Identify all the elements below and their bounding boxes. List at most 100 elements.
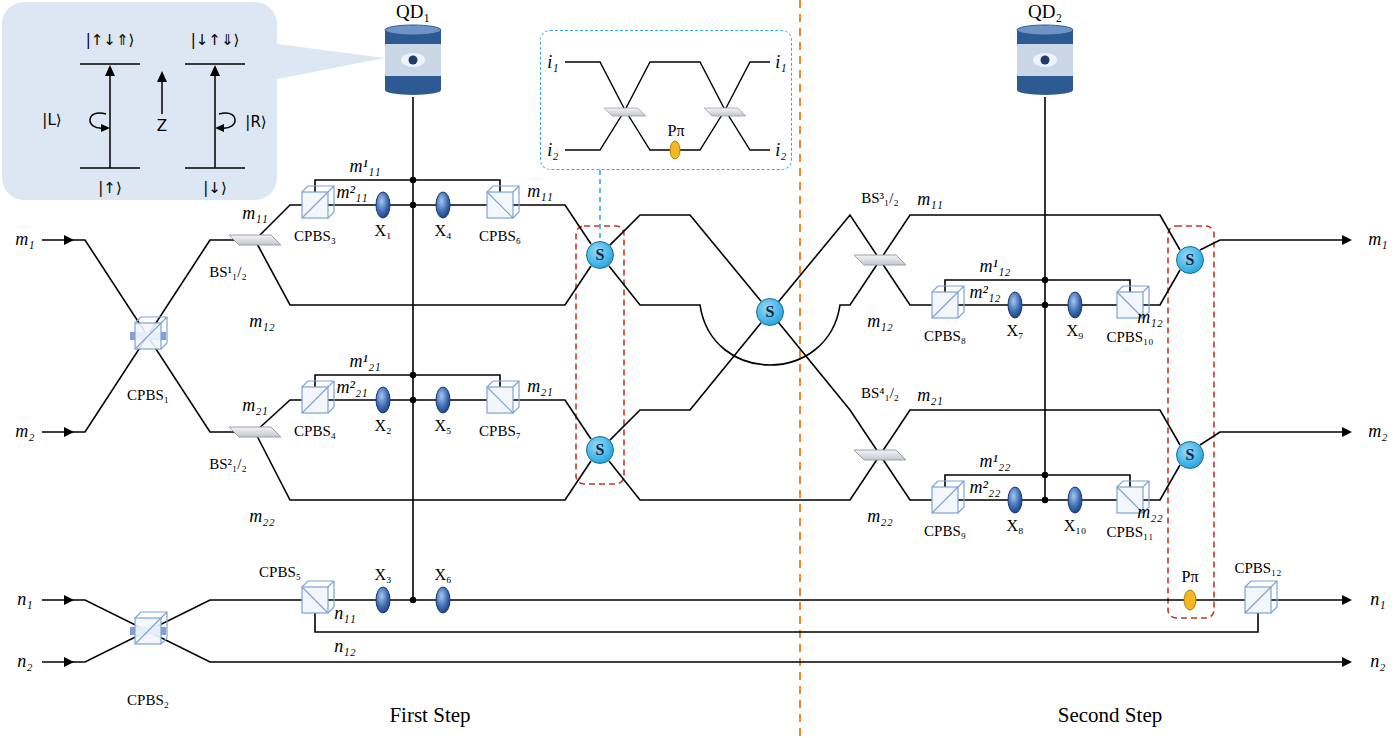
part-label: n₂ <box>1370 652 1385 672</box>
cavity-body <box>385 30 441 90</box>
part-label: X₄ <box>434 222 451 240</box>
part-label: m¹₁₂ <box>980 257 1011 277</box>
part-label: m₁₂ <box>1137 308 1163 328</box>
part-label: X₁₀ <box>1064 517 1087 535</box>
part-label: m₁ <box>1368 230 1387 250</box>
node-text: QD₁ <box>368 2 458 23</box>
part-label: m²₁₂ <box>970 283 1001 303</box>
junction-dot <box>1042 472 1048 478</box>
part-label: n₁ <box>1370 590 1385 610</box>
cpbs-cube <box>302 381 334 413</box>
callout-tail <box>262 42 385 82</box>
part-label: m₁ <box>15 230 34 250</box>
kerr-medium <box>1068 292 1082 318</box>
cavity-drawing <box>1015 24 1075 96</box>
swap-symbol: S <box>766 303 775 321</box>
node-text: |L⟩ <box>42 112 61 129</box>
node-text: |↑⟩ <box>98 180 121 197</box>
part-label: m₂₂ <box>1137 503 1163 523</box>
part-label: m₁₂ <box>867 312 893 332</box>
node-text: i₁ <box>547 53 558 73</box>
callout-ground <box>2 2 277 200</box>
node-text: |R⟩ <box>245 114 266 131</box>
kerr-medium <box>436 387 450 413</box>
part-label: X₆ <box>434 566 451 584</box>
cpbs-cube <box>1245 581 1277 613</box>
step-caption: Second Step <box>1058 704 1162 727</box>
cavity-top <box>1017 25 1073 35</box>
kerr-medium <box>436 587 450 613</box>
junction-dot <box>1042 277 1048 283</box>
cpbs-cube <box>487 381 519 413</box>
kerr-medium <box>376 587 390 613</box>
junction-dot <box>410 397 416 403</box>
part-label: m₂ <box>1368 422 1387 442</box>
swap-circle: S <box>586 241 614 269</box>
beam-splitter <box>604 108 646 116</box>
part-label: m₁₂ <box>249 312 275 332</box>
node-text: i₂ <box>547 141 558 161</box>
part-label: m₂₂ <box>249 507 275 527</box>
beam-splitter <box>229 235 281 245</box>
phase-shifter <box>670 141 680 159</box>
transition-arrows <box>90 74 235 168</box>
cpbs-cube <box>135 612 167 644</box>
part-label: X₇ <box>1006 322 1023 340</box>
quantum-dot <box>409 56 418 65</box>
part-label: CPBS₁ <box>127 387 169 404</box>
cpbs-cube <box>932 481 964 513</box>
swap-symbol: S <box>596 441 605 459</box>
cavity-body <box>1017 30 1073 90</box>
junction-dot <box>1042 497 1048 503</box>
junction-dot <box>1042 302 1048 308</box>
part-label: BS²₁/₂ <box>209 456 246 473</box>
part-label: CPBS₁₁ <box>1106 524 1153 541</box>
quantum-dot-cavity: QD₁ <box>368 2 458 97</box>
quantum-dot-cavity: QD₂ <box>1000 2 1090 97</box>
step-divider <box>799 0 801 738</box>
part-label: m²₁₁ <box>337 183 368 203</box>
swap-symbol: S <box>1186 251 1195 269</box>
part-label: X₁ <box>374 222 391 240</box>
swap-symbol: S <box>596 246 605 264</box>
mirror-band <box>385 85 441 95</box>
mirror-band <box>1017 85 1073 95</box>
group-bracket <box>1168 226 1214 618</box>
cavity-drawing <box>383 24 443 96</box>
part-label: BS⁴₁/₂ <box>861 385 899 402</box>
energy-levels <box>80 64 245 168</box>
part-label: n₂ <box>17 652 32 672</box>
part-label: CPBS₆ <box>479 228 521 245</box>
swap-symbol: S <box>1186 446 1195 464</box>
part-label: m₂₂ <box>867 507 893 527</box>
kerr-medium <box>1008 487 1022 513</box>
cpbs-cube <box>135 317 167 349</box>
part-label: CPBS₈ <box>924 328 966 345</box>
node-text: i₂ <box>775 141 786 161</box>
part-label: m₂ <box>15 422 34 442</box>
swap-circle: S <box>1176 246 1204 274</box>
part-label: BS¹₁/₂ <box>209 264 246 281</box>
junction-dot <box>410 597 416 603</box>
kerr-medium <box>1008 292 1022 318</box>
node-text: |↑↓⇑⟩ <box>86 32 135 49</box>
part-label: m¹₁₁ <box>350 157 381 177</box>
part-label: n₁₁ <box>334 604 356 624</box>
optical-path <box>42 97 1350 662</box>
junction-dot <box>410 372 416 378</box>
inset-box: i₁i₂i₁i₂Pπ <box>540 30 792 170</box>
part-label: n₁ <box>17 590 32 610</box>
optical-connector <box>610 323 761 440</box>
kerr-medium <box>376 192 390 218</box>
part-label: X₅ <box>434 417 451 435</box>
part-label: Pπ <box>1182 568 1199 586</box>
part-label: m²₂₂ <box>970 478 1001 498</box>
part-label: X₉ <box>1066 322 1083 340</box>
cpbs-cube <box>487 186 519 218</box>
part-label: m₁₁ <box>527 182 553 202</box>
swap-circle: S <box>1176 441 1204 469</box>
kerr-medium <box>376 387 390 413</box>
